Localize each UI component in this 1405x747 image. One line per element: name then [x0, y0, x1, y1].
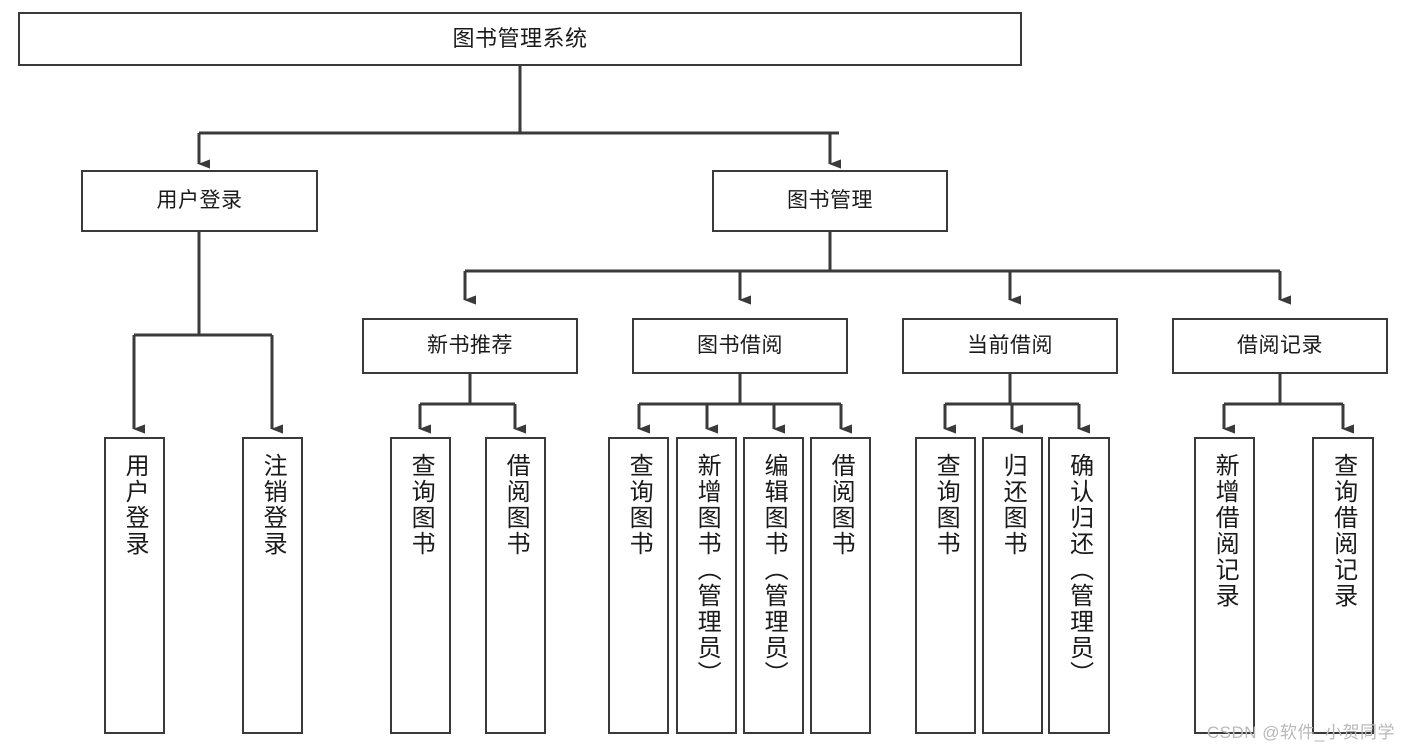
- node-book-borrow-label: 图书借阅: [697, 333, 783, 357]
- leaf-borrow-book-1-label: 借阅图书: [502, 453, 530, 557]
- leaf-user-login[interactable]: 用户登录: [104, 437, 165, 734]
- watermark: CSDN @软件_小贺同学: [1206, 723, 1395, 742]
- leaf-add-book-label: 新增图书（管理员）: [693, 453, 721, 687]
- leaf-query-record-label: 查询借阅记录: [1329, 453, 1357, 609]
- node-new-book-recommend[interactable]: 新书推荐: [362, 318, 578, 374]
- leaf-query-record[interactable]: 查询借阅记录: [1312, 437, 1374, 734]
- leaf-edit-book-label: 编辑图书（管理员）: [760, 453, 788, 687]
- node-borrow-record[interactable]: 借阅记录: [1172, 318, 1388, 374]
- node-book-borrow[interactable]: 图书借阅: [632, 318, 848, 374]
- leaf-query-book-3-label: 查询图书: [932, 453, 960, 557]
- leaf-query-book-2-label: 查询图书: [625, 453, 653, 557]
- node-borrow-record-label: 借阅记录: [1237, 333, 1323, 357]
- leaf-confirm-return-label: 确认归还（管理员）: [1065, 453, 1093, 687]
- leaf-logout-label: 注销登录: [259, 453, 287, 557]
- leaf-add-record-label: 新增借阅记录: [1211, 453, 1239, 609]
- leaf-query-book-2[interactable]: 查询图书: [608, 437, 669, 734]
- node-root-label: 图书管理系统: [452, 26, 588, 52]
- leaf-logout[interactable]: 注销登录: [242, 437, 303, 734]
- leaf-borrow-book-2[interactable]: 借阅图书: [810, 437, 871, 734]
- leaf-borrow-book-2-label: 借阅图书: [827, 453, 855, 557]
- node-new-book-recommend-label: 新书推荐: [427, 333, 513, 357]
- node-current-borrow-label: 当前借阅: [967, 333, 1053, 357]
- leaf-add-book[interactable]: 新增图书（管理员）: [676, 437, 737, 734]
- leaf-user-login-label: 用户登录: [121, 453, 149, 557]
- leaf-borrow-book-1[interactable]: 借阅图书: [485, 437, 546, 734]
- node-user-login-label: 用户登录: [156, 188, 243, 212]
- node-current-borrow[interactable]: 当前借阅: [902, 318, 1118, 374]
- leaf-return-book[interactable]: 归还图书: [982, 437, 1043, 734]
- leaf-query-book-1[interactable]: 查询图书: [390, 437, 451, 734]
- leaf-return-book-label: 归还图书: [999, 453, 1027, 557]
- node-root[interactable]: 图书管理系统: [18, 12, 1022, 66]
- leaf-query-book-3[interactable]: 查询图书: [915, 437, 976, 734]
- node-book-manage[interactable]: 图书管理: [712, 170, 948, 232]
- node-user-login[interactable]: 用户登录: [81, 170, 318, 232]
- leaf-query-book-1-label: 查询图书: [407, 453, 435, 557]
- node-book-manage-label: 图书管理: [787, 188, 873, 212]
- leaf-confirm-return[interactable]: 确认归还（管理员）: [1048, 437, 1110, 734]
- leaf-add-record[interactable]: 新增借阅记录: [1194, 437, 1255, 734]
- leaf-edit-book[interactable]: 编辑图书（管理员）: [743, 437, 804, 734]
